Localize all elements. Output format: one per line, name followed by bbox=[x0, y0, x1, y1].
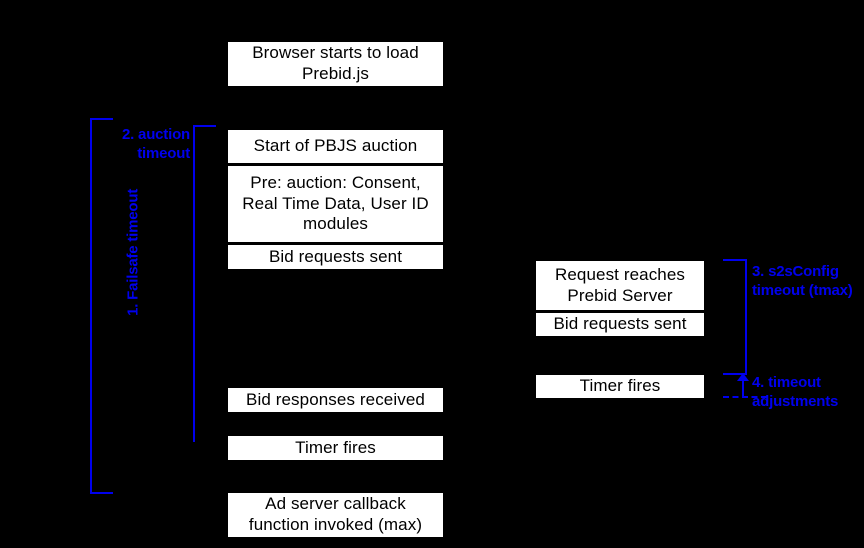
process-box-timer-fires: Timer fires bbox=[226, 434, 445, 462]
process-box-auction-start: Start of PBJS auction bbox=[226, 128, 445, 165]
failsafe-bracket-vertical bbox=[90, 118, 92, 494]
annotation-label-timeout-adjustments: 4. timeout adjustments bbox=[752, 374, 839, 410]
process-box-label: Bid responses received bbox=[246, 389, 425, 409]
process-box-label: Timer fires bbox=[295, 437, 376, 457]
process-box-label: Pre: auction: Consent, Real Time Data, U… bbox=[242, 172, 429, 234]
process-box-browser-load: Browser starts to load Prebid.js bbox=[226, 40, 445, 88]
process-box-bid-requests-sent: Bid requests sent bbox=[226, 243, 445, 271]
process-box-label: Timer fires bbox=[579, 376, 661, 396]
process-box-label: Start of PBJS auction bbox=[253, 136, 418, 156]
failsafe-bracket-top-tick bbox=[90, 118, 113, 120]
process-box-request-reaches-prebid-server: Request reaches Prebid Server bbox=[534, 259, 706, 312]
failsafe-bracket-bottom-tick bbox=[90, 492, 113, 494]
timeout-adjustments-arrow-shaft bbox=[742, 379, 744, 398]
s2sconfig-bracket-top-tick bbox=[723, 259, 747, 261]
process-box-bid-responses-received: Bid responses received bbox=[226, 386, 445, 414]
process-box-label: Ad server callback function invoked (max… bbox=[248, 494, 423, 534]
process-box-label: Browser starts to load Prebid.js bbox=[252, 43, 419, 83]
annotation-label-s2sconfig-timeout: 3. s2sConfig timeout (tmax) bbox=[752, 263, 853, 299]
up-arrow-icon bbox=[737, 373, 749, 381]
annotation-label-auction-timeout: 2. auction timeout bbox=[121, 126, 190, 162]
process-box-label: Request reaches Prebid Server bbox=[554, 264, 686, 305]
auction-timeout-bracket-vertical bbox=[193, 125, 195, 442]
process-box-label: Bid requests sent bbox=[268, 246, 403, 266]
process-box-label: Bid requests sent bbox=[553, 314, 687, 334]
process-box-pre-auction: Pre: auction: Consent, Real Time Data, U… bbox=[226, 164, 445, 244]
s2sconfig-bracket-bottom-tick bbox=[723, 373, 747, 375]
timeout-adjustments-dotted-baseline bbox=[723, 396, 767, 398]
process-box-s2s-timer-fires: Timer fires bbox=[534, 373, 706, 400]
annotation-label-failsafe-timeout: 1. Failsafe timeout bbox=[124, 188, 142, 316]
process-box-ad-server-callback: Ad server callback function invoked (max… bbox=[226, 491, 445, 539]
auction-timeout-bracket-top-tick bbox=[193, 125, 216, 127]
s2sconfig-bracket-vertical bbox=[745, 259, 747, 375]
process-box-s2s-bid-requests-sent: Bid requests sent bbox=[534, 311, 706, 338]
